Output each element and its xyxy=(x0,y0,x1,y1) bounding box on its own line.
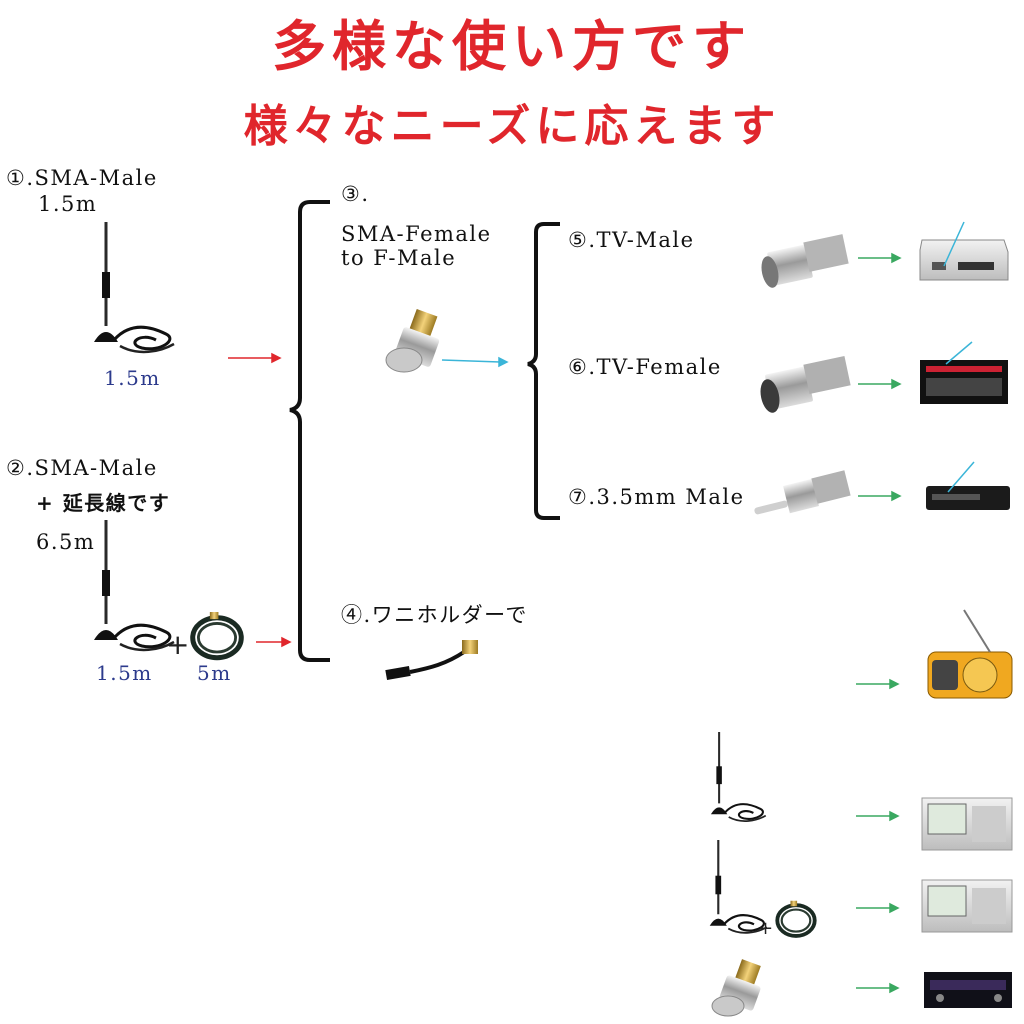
tv-female-plug-icon xyxy=(760,355,851,413)
item2-extension-label: + 延長線です xyxy=(36,491,171,515)
arrow-red-1 xyxy=(228,352,282,364)
item3-adapter-name: SMA-Female xyxy=(341,222,492,246)
antenna-icon xyxy=(709,732,767,823)
item6-label: ⑥.TV-Female xyxy=(568,355,722,379)
item3-adapter-target: to F-Male xyxy=(341,246,457,270)
item2-plus-sign: + xyxy=(166,628,190,661)
tv-male-plug-icon xyxy=(761,234,849,288)
mini-jack-plug-icon xyxy=(754,470,851,515)
coax-cable-icon xyxy=(193,612,242,658)
item4-label: ④.ワニホルダーで xyxy=(341,603,528,627)
item2-label: ②.SMA-Male xyxy=(6,456,158,480)
brace-left xyxy=(289,200,330,662)
item1-length-caption: 1.5m xyxy=(104,366,161,390)
av-receiver-icon xyxy=(920,341,1008,404)
emergency-radio-icon xyxy=(927,609,1013,699)
plus-sign: + xyxy=(758,918,773,939)
item2-length-a: 1.5m xyxy=(96,661,153,685)
page-subtitle: 様々なニーズに応えます xyxy=(243,101,781,152)
green-arrows xyxy=(856,252,902,994)
media-player-icon xyxy=(926,461,1010,510)
sma-f-adapter-icon xyxy=(711,959,761,1017)
item3-label: ③. xyxy=(341,182,370,206)
antenna-icon xyxy=(92,520,176,652)
coax-cable-icon xyxy=(775,900,817,938)
alligator-clip-cable-icon xyxy=(385,640,478,681)
item1-length-label: 1.5m xyxy=(38,192,98,216)
spectrum-analyzer-icon xyxy=(921,797,1013,851)
page-title: 多様な使い方です xyxy=(272,15,752,78)
spectrum-analyzer-icon xyxy=(921,879,1013,933)
set-top-box-icon xyxy=(919,221,1009,281)
item5-label: ⑤.TV-Male xyxy=(568,228,695,252)
item2-length-label: 6.5m xyxy=(36,530,96,554)
antenna-icon xyxy=(92,222,176,354)
arrow-cyan xyxy=(441,356,509,368)
brace-right xyxy=(527,222,560,520)
item2-length-b: 5m xyxy=(197,661,232,685)
item1-label: ①.SMA-Male xyxy=(6,166,158,190)
sma-f-adapter-icon xyxy=(385,308,440,373)
amplifier-icon xyxy=(924,972,1012,1008)
item7-label: ⑦.3.5mm Male xyxy=(568,485,745,509)
arrow-red-2 xyxy=(256,636,292,648)
